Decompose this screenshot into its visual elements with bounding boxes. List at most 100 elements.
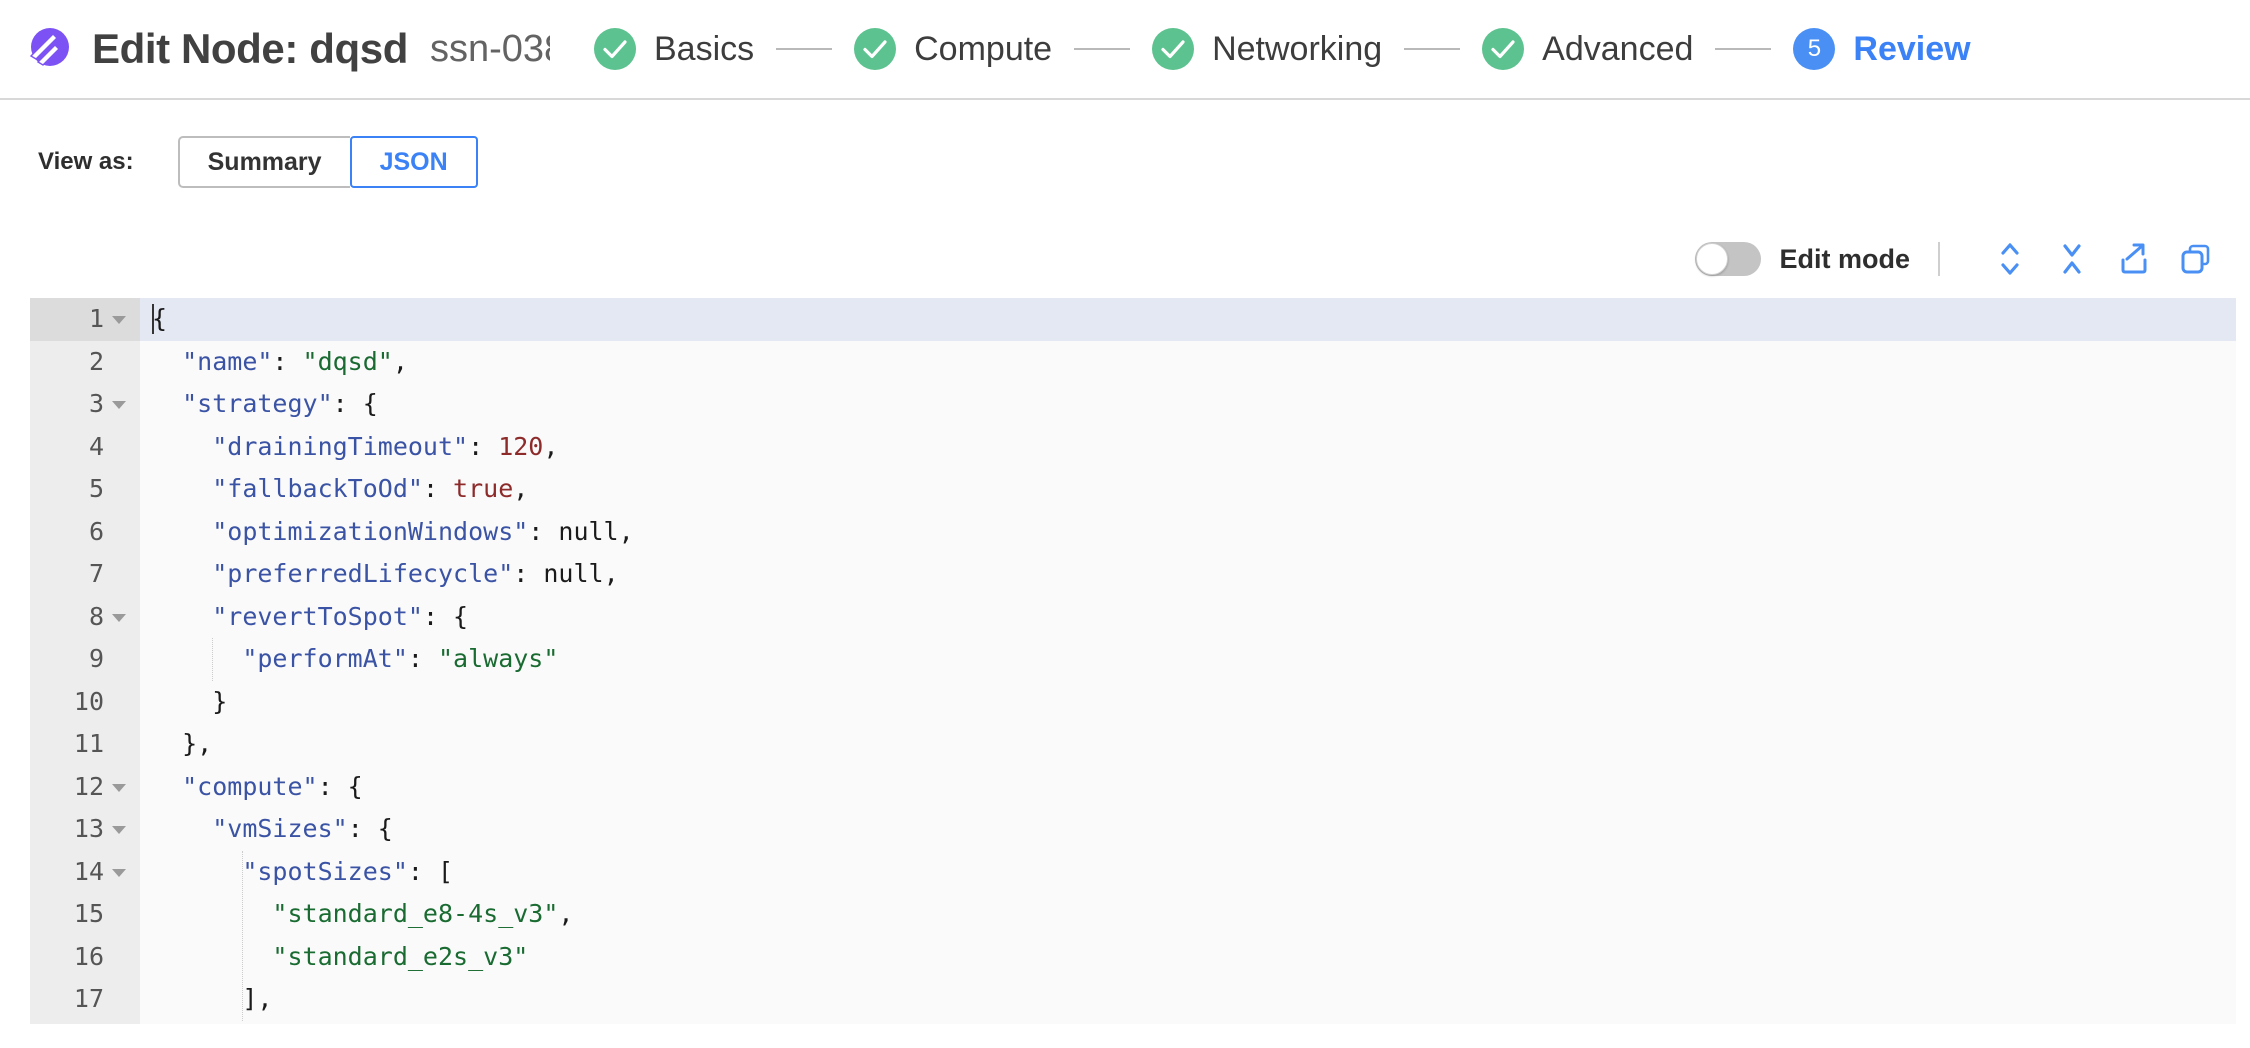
code-line[interactable]: ], <box>140 978 2236 1021</box>
stepper-step-compute[interactable]: Compute <box>854 28 1052 70</box>
code-line[interactable]: }, <box>140 723 2236 766</box>
fold-triangle-icon[interactable] <box>108 808 130 851</box>
fold-triangle-icon[interactable] <box>108 851 130 894</box>
gutter-line: 15 <box>30 893 140 936</box>
code-line[interactable]: "revertToSpot": { <box>140 596 2236 639</box>
stepper-step-networking[interactable]: Networking <box>1152 28 1382 70</box>
stepper-connector-3 <box>1404 48 1461 50</box>
indent <box>152 638 242 681</box>
code-line[interactable]: "compute": { <box>140 766 2236 809</box>
stepper-connector-2 <box>1074 48 1131 50</box>
json-token-punct: : <box>407 644 438 673</box>
export-icon[interactable] <box>2114 239 2154 279</box>
collapse-all-icon[interactable] <box>2052 239 2092 279</box>
gutter-line: 5 <box>30 468 140 511</box>
line-number: 4 <box>88 431 104 461</box>
step-indicator-review: 5 <box>1793 28 1836 70</box>
expand-all-icon[interactable] <box>1990 239 2030 279</box>
line-number: 2 <box>88 346 104 376</box>
fold-triangle-icon[interactable] <box>108 298 130 341</box>
line-number: 5 <box>88 474 104 503</box>
code-line[interactable]: "name": "dqsd", <box>140 341 2236 384</box>
gutter-line: 11 <box>30 723 140 766</box>
stepper-label-review: Review <box>1853 29 1971 68</box>
stepper-connector-1 <box>776 48 833 50</box>
json-token-str: "always" <box>438 644 559 673</box>
gutter-line: 8 <box>30 596 140 639</box>
stepper-step-basics[interactable]: Basics <box>593 28 754 70</box>
json-token-punct: : <box>513 559 544 588</box>
editor-code-area[interactable]: { "name": "dqsd", "strategy": { "drainin… <box>140 298 2236 1024</box>
json-token-null: null <box>543 559 604 588</box>
code-line[interactable]: "strategy": { <box>140 383 2236 426</box>
gutter-line: 6 <box>30 511 140 554</box>
fold-triangle-icon[interactable] <box>108 766 130 809</box>
stepper-connector-4 <box>1715 48 1772 50</box>
line-number: 7 <box>88 559 104 588</box>
edit-mode-label: Edit mode <box>1779 243 1910 274</box>
code-line[interactable]: { <box>140 298 2236 341</box>
code-line[interactable]: "optimizationWindows": null, <box>140 511 2236 554</box>
line-number: 1 <box>88 304 104 333</box>
indent-guide <box>212 638 214 681</box>
json-token-punct: : <box>272 346 303 376</box>
gutter-line: 3 <box>30 383 140 426</box>
page-title: Edit Node: dqsd <box>92 25 408 72</box>
gutter-line: 13 <box>30 808 140 851</box>
check-icon <box>1161 40 1185 59</box>
code-line[interactable]: "fallbackToOd": true, <box>140 468 2236 511</box>
fold-triangle-icon[interactable] <box>108 596 130 639</box>
json-token-key: "strategy" <box>182 389 333 418</box>
gutter-line: 2 <box>30 341 140 384</box>
json-token-str: "dqsd" <box>302 346 393 376</box>
code-line[interactable]: "standard_e8-4s_v3", <box>140 893 2236 936</box>
line-number: 15 <box>73 899 104 928</box>
wizard-stepper: Basics Compute Networking <box>593 28 2250 70</box>
line-number: 11 <box>73 729 104 758</box>
indent <box>152 851 242 894</box>
line-number: 12 <box>73 771 104 801</box>
view-as-row: View as: Summary JSON <box>0 100 2250 188</box>
fold-triangle-icon[interactable] <box>108 383 130 426</box>
json-token-key: "preferredLifecycle" <box>212 559 514 588</box>
code-line[interactable]: "performAt": "always" <box>140 638 2236 681</box>
view-as-summary-button[interactable]: Summary <box>177 136 350 188</box>
line-number: 10 <box>73 686 104 716</box>
code-line[interactable]: "spotSizes": [ <box>140 851 2236 894</box>
line-number: 14 <box>73 856 104 886</box>
indent <box>152 596 212 639</box>
indent <box>152 936 272 979</box>
json-token-null: null <box>558 516 619 546</box>
gutter-line: 17 <box>30 978 140 1021</box>
editor-toolbar: Edit mode <box>0 234 2250 284</box>
json-token-punct: } <box>212 686 228 716</box>
json-token-punct: { <box>152 304 168 333</box>
code-line[interactable]: } <box>140 681 2236 724</box>
json-token-num: 120 <box>498 431 544 461</box>
json-token-key: "revertToSpot" <box>212 601 423 631</box>
copy-icon[interactable] <box>2176 239 2216 279</box>
json-token-key: "drainingTimeout" <box>212 431 469 461</box>
step-indicator-advanced <box>1482 28 1525 70</box>
code-line[interactable]: "preferredLifecycle": null, <box>140 553 2236 596</box>
view-as-segmented-control: Summary JSON <box>177 136 478 188</box>
check-icon <box>1491 40 1515 59</box>
json-token-punct: , <box>603 559 619 588</box>
stepper-step-review[interactable]: 5 Review <box>1793 28 1971 70</box>
gutter-line: 7 <box>30 553 140 596</box>
edit-mode-toggle[interactable] <box>1695 242 1762 276</box>
indent <box>152 681 212 724</box>
line-number: 17 <box>73 984 104 1013</box>
code-line[interactable]: "standard_e2s_v3" <box>140 936 2236 979</box>
check-icon <box>603 40 627 59</box>
json-token-punct: , <box>618 516 634 546</box>
json-token-punct: : <box>528 516 559 546</box>
code-line[interactable]: "vmSizes": { <box>140 808 2236 851</box>
code-line[interactable]: "drainingTimeout": 120, <box>140 426 2236 469</box>
stepper-step-advanced[interactable]: Advanced <box>1482 28 1693 70</box>
json-token-key: "optimizationWindows" <box>212 516 529 546</box>
indent <box>152 978 242 1021</box>
view-as-json-button[interactable]: JSON <box>349 136 478 188</box>
